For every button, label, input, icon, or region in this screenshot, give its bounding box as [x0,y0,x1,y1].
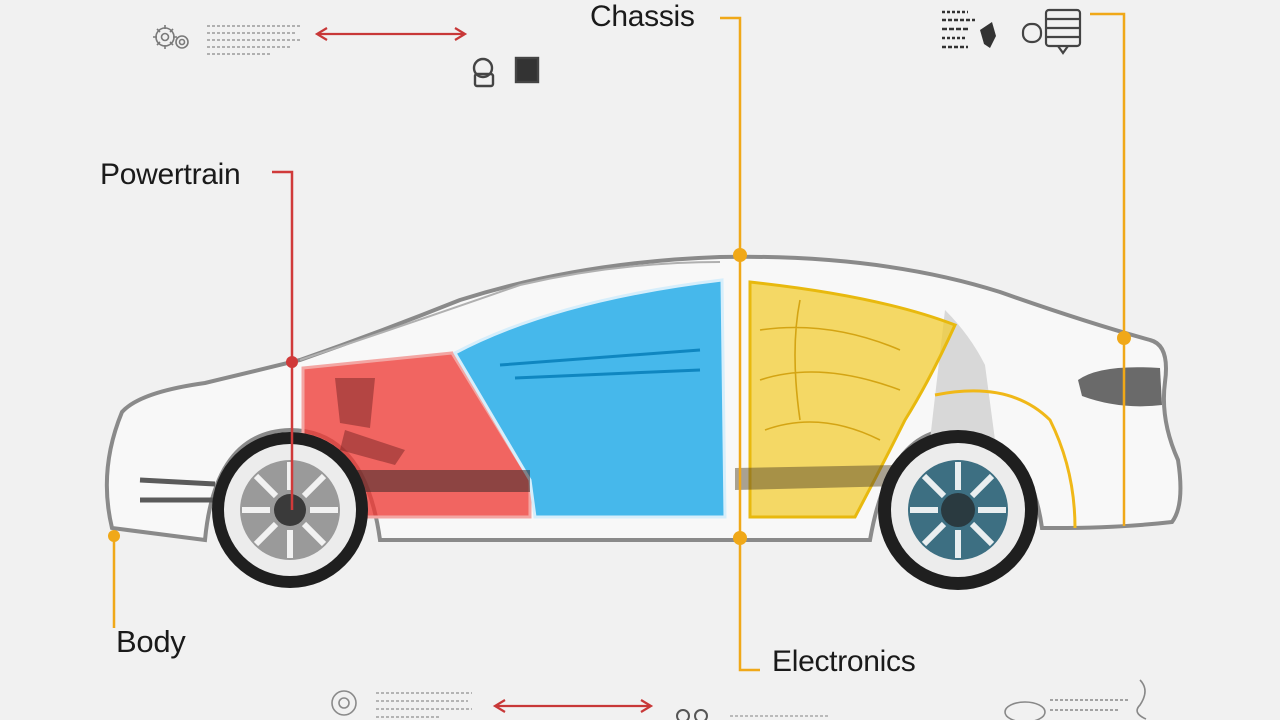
powertrain-label: Powertrain [100,158,241,191]
text-block-icon [207,25,300,55]
double-arrow-icon [314,27,468,41]
piston-icon [1004,679,1147,720]
piston-icon [1021,8,1082,55]
text-block-icon [376,692,472,718]
tail-light [1078,367,1162,407]
engine-part-icon [676,709,708,720]
body-leader [108,530,120,628]
double-arrow-icon [492,699,654,713]
electronics-label: Electronics [772,645,916,678]
rear-arch-outline [934,389,1077,529]
cabin-door-line [499,348,701,380]
electronics-right-leader [1090,12,1131,526]
rear-wheel [878,430,1038,590]
front-bumper-detail [139,477,216,503]
front-wheel [212,432,368,588]
gear-cluster-icon [331,690,357,716]
powertrain-engine-parts [335,378,405,465]
chassis-leader [720,16,760,672]
chassis-wire-lines [759,299,901,441]
car-roof-line [299,261,721,361]
drive-shaft-rear [735,465,900,490]
gear-cluster-icon [153,25,189,49]
powertrain-leader [272,170,298,510]
text-block-icon [942,10,996,49]
chassis-label: Chassis [590,0,695,33]
engine-part-icon [472,56,540,88]
body-label: Body [116,624,186,659]
cabin-zone [452,278,727,519]
